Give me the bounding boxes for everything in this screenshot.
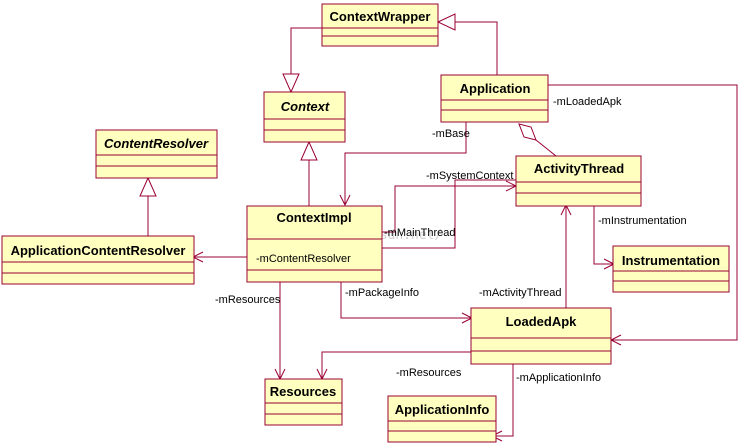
- label-m-loaded-apk: -mLoadedApk: [553, 96, 622, 108]
- class-name: ContextWrapper: [330, 9, 431, 24]
- class-context-wrapper[interactable]: ContextWrapper: [321, 3, 439, 47]
- edge-context-impl-m-main-thread: [382, 180, 518, 233]
- class-name: Resources: [270, 384, 336, 399]
- class-name: ContextImpl: [276, 210, 351, 225]
- edge-activity-thread-aggregates-application: [518, 123, 557, 157]
- class-instrumentation[interactable]: Instrumentation: [612, 245, 730, 293]
- edge-context-impl-extends-context: [300, 140, 318, 206]
- label-loaded-apk-m-resources: -mResources: [396, 367, 462, 379]
- label-m-system-context: -mSystemContext: [426, 170, 513, 182]
- edge-loaded-apk-m-activity-thread: [560, 203, 572, 308]
- attribute-m-content-resolver: -mContentResolver: [256, 253, 351, 265]
- class-context[interactable]: Context: [263, 91, 346, 143]
- class-application-info[interactable]: ApplicationInfo: [387, 395, 497, 443]
- label-context-impl-m-resources: -mResources: [215, 294, 281, 306]
- class-context-impl[interactable]: ContextImpl -mContentResolver: [246, 205, 383, 283]
- edge-context-impl-content-resolver: [191, 251, 247, 263]
- label-m-instrumentation: -mInstrumentation: [598, 215, 687, 227]
- label-m-application-info: -mApplicationInfo: [516, 372, 601, 384]
- label-m-base: -mBase: [432, 128, 470, 140]
- edge-application-m-base: [339, 122, 467, 207]
- edge-application-extends-context-wrapper: [436, 13, 498, 75]
- class-name: ContentResolver: [104, 136, 209, 151]
- label-m-activity-thread: -mActivityThread: [479, 287, 562, 299]
- class-name: Context: [281, 99, 330, 114]
- relation-labels: -mBase -mLoadedApk -mSystemContext -mMai…: [215, 96, 687, 384]
- label-m-main-thread: -mMainThread: [384, 227, 456, 239]
- label-m-package-info: -mPackageInfo: [345, 287, 419, 299]
- edge-app-content-resolver-extends-content-resolver: [139, 176, 157, 236]
- class-content-resolver[interactable]: ContentResolver: [95, 129, 218, 179]
- class-name: ApplicationContentResolver: [11, 243, 186, 258]
- class-activity-thread[interactable]: ActivityThread: [515, 155, 642, 207]
- class-resources[interactable]: Resources: [264, 378, 343, 426]
- edge-context-wrapper-extends-context: [282, 27, 322, 94]
- class-name: Instrumentation: [622, 253, 720, 268]
- class-loaded-apk[interactable]: LoadedApk: [470, 307, 612, 365]
- class-name: LoadedApk: [506, 314, 578, 329]
- class-application[interactable]: Application: [440, 74, 549, 123]
- relations: [139, 13, 738, 442]
- edge-activity-thread-m-system-context: [382, 179, 516, 249]
- class-application-content-resolver[interactable]: ApplicationContentResolver: [1, 235, 195, 285]
- class-name: Application: [460, 81, 531, 96]
- class-name: ActivityThread: [534, 161, 624, 176]
- class-name: ApplicationInfo: [395, 402, 490, 417]
